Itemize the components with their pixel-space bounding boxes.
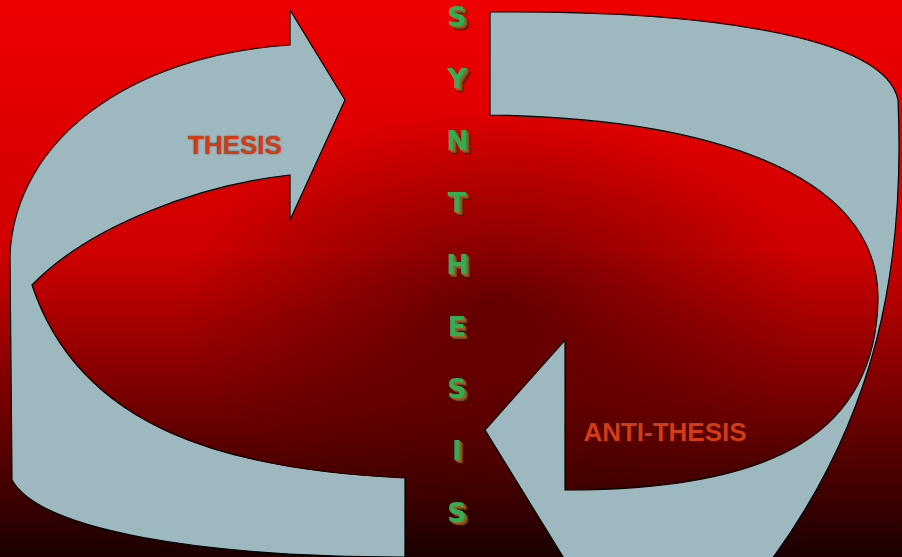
right-cycle-arrow	[485, 12, 899, 557]
thesis-label: THESIS	[188, 130, 282, 160]
left-cycle-arrow	[10, 10, 405, 557]
antithesis-label: ANTI-THESIS	[583, 417, 746, 447]
synthesis-column: SYNTHESIS	[446, 0, 468, 544]
